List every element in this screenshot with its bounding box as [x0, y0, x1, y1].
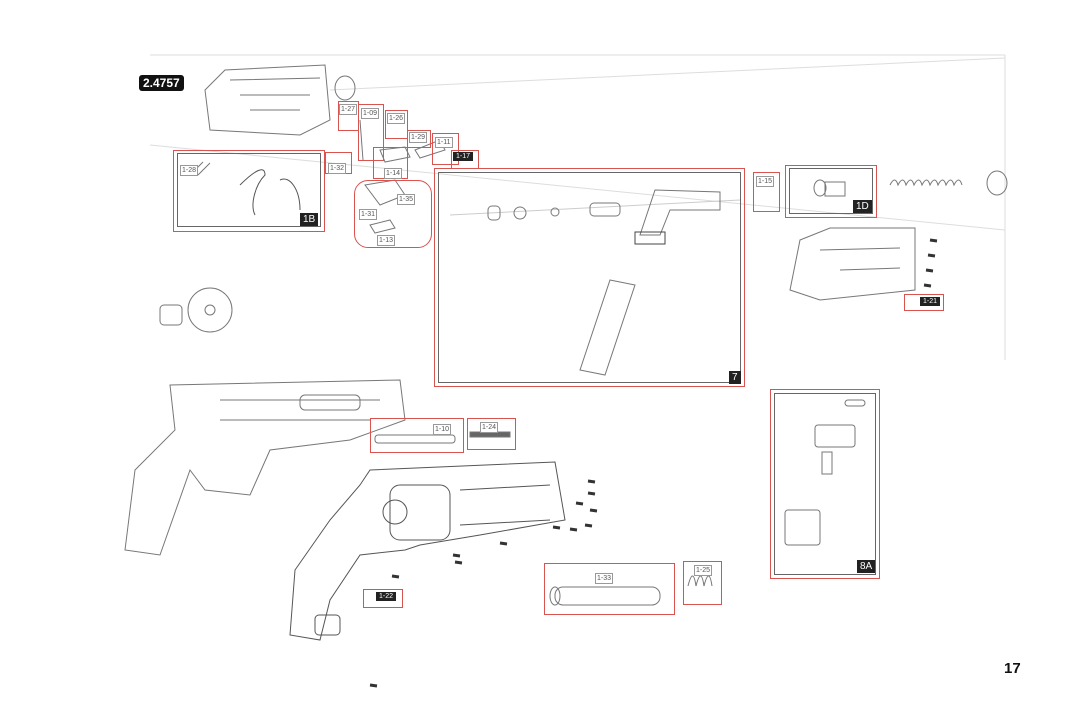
part-label-1-29: 1-29 [409, 132, 428, 143]
group-box-8a [770, 389, 880, 579]
group-label-7: 7 [729, 371, 741, 384]
part-box-1-24 [467, 418, 516, 450]
group-box-1b [173, 150, 325, 232]
group-inner-1b [177, 153, 321, 227]
page-number: 17 [1004, 660, 1021, 677]
screws [369, 238, 938, 688]
part-box-1-09 [358, 104, 384, 161]
group-7-parts [449, 189, 741, 376]
group-label-1d: 1D [853, 200, 872, 213]
frame-part-top [204, 64, 356, 136]
part-label-1-10: 1-10 [433, 424, 452, 435]
group-8a-parts [784, 399, 866, 546]
part-box-1-26 [385, 110, 408, 139]
part-box-1-21 [904, 294, 944, 311]
part-box-1-15 [753, 172, 780, 212]
part-label-1-09: 1-09 [361, 108, 380, 119]
cylinder-parts [159, 287, 233, 333]
part-box-1-29 [407, 130, 431, 148]
part-box-1-22 [363, 589, 403, 608]
part-box-1-11 [432, 133, 459, 165]
part-label-1-33: 1-33 [595, 573, 614, 584]
part-label-1-11: 1-11 [435, 137, 453, 148]
guide-lines [149, 54, 1006, 360]
revolver-assembled [289, 461, 566, 641]
part-box-1-35 [354, 180, 432, 248]
group-box-7 [434, 168, 745, 387]
reference-number: 2.4757 [139, 75, 184, 91]
group-box-1d [785, 165, 877, 218]
part-label-1-27: 1-27 [339, 104, 358, 115]
part-label-1-35: 1-35 [397, 194, 416, 205]
part-box-1-17 [451, 150, 479, 169]
group-label-8a: 8A [857, 560, 876, 573]
group-inner-1d [789, 168, 873, 214]
part-label-1-31: 1-31 [359, 209, 378, 220]
revolver-frame-back [124, 379, 406, 556]
part-label-1-26: 1-26 [387, 113, 406, 124]
part-box-1-25 [683, 561, 722, 605]
part-label-1-28: 1-28 [180, 165, 199, 176]
part-label-1-25: 1-25 [694, 565, 713, 576]
part-box-1-33 [544, 563, 675, 615]
part-label-1-13: 1-13 [377, 235, 396, 246]
group-label-1b: 1B [300, 213, 319, 226]
rods-and-springs [374, 431, 713, 606]
part-label-1-22: 1-22 [376, 592, 397, 601]
part-label-1-32: 1-32 [328, 163, 347, 174]
group-inner-8a [774, 393, 876, 575]
part-box-1-10 [370, 418, 464, 453]
part-label-1-21: 1-21 [920, 297, 941, 306]
spring-and-receiver [789, 170, 1008, 301]
part-label-1-24: 1-24 [480, 422, 499, 433]
group-inner-7 [438, 172, 741, 383]
part-label-1-14: 1-14 [384, 168, 403, 179]
part-label-1-15: 1-15 [756, 176, 775, 187]
part-label-1-17: 1-17 [453, 152, 474, 161]
